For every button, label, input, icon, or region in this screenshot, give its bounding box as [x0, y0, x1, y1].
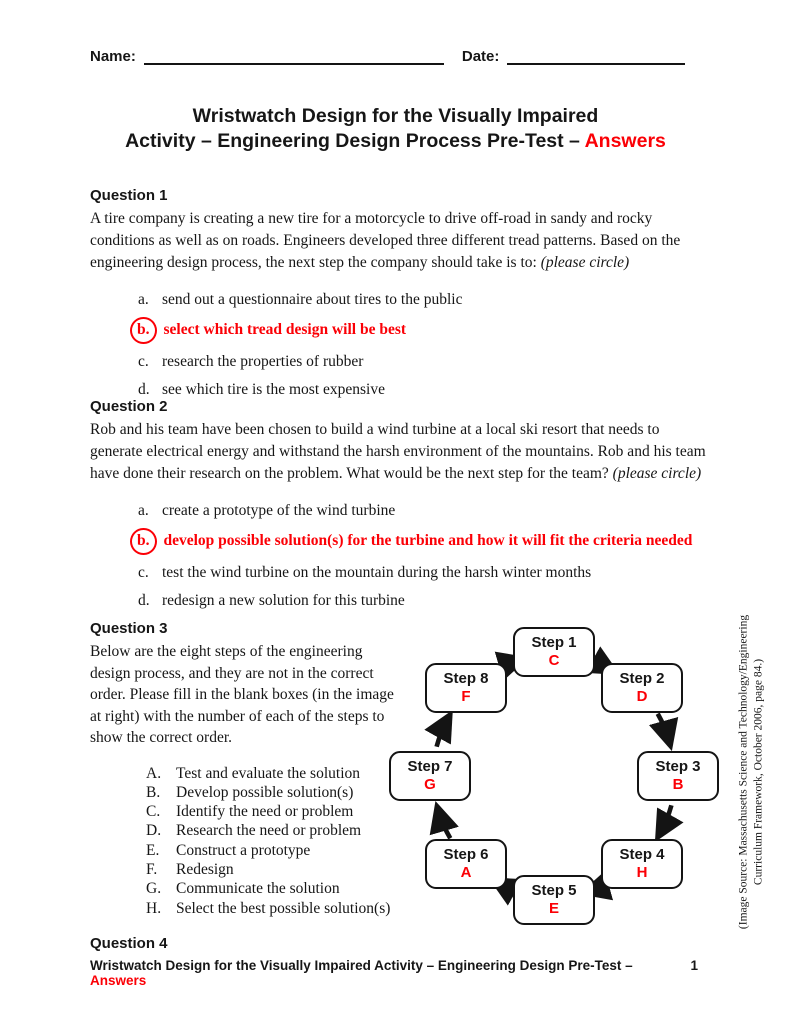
- q1-option-d: d. see which tire is the most expensive: [138, 379, 714, 401]
- question-3: Question 3 Below are the eight steps of …: [90, 619, 402, 918]
- option-text: create a prototype of the wind turbine: [162, 502, 396, 519]
- footer-answers: Answers: [90, 973, 147, 988]
- step-answer: B: [672, 776, 684, 793]
- question-4-heading: Question 4: [90, 935, 168, 952]
- option-text: redesign a new solution for this turbine: [162, 592, 405, 609]
- image-source-line1: (Image Source: Massachusetts Science and…: [737, 614, 750, 930]
- step-label: Step 7: [407, 758, 453, 775]
- answer-circle: b.: [130, 317, 157, 344]
- option-letter: a.: [138, 291, 149, 308]
- footer-title: Wristwatch Design for the Visually Impai…: [90, 958, 633, 988]
- diagram-step-1: Step 1 C: [513, 627, 595, 677]
- date-blank-line: [507, 46, 686, 65]
- question-2-body: Rob and his team have been chosen to bui…: [90, 421, 706, 482]
- option-letter: c.: [138, 564, 149, 581]
- diagram-step-7: Step 7 G: [389, 751, 471, 801]
- header: Name: Date:: [90, 46, 698, 65]
- question-3-heading: Question 3: [90, 620, 168, 637]
- q3-choice-f: F.Redesign: [146, 860, 234, 878]
- step-label: Step 1: [531, 634, 577, 651]
- option-letter: d.: [138, 592, 150, 609]
- title-line2: Activity – Engineering Design Process Pr…: [125, 130, 666, 152]
- step-label: Step 8: [443, 670, 489, 687]
- q3-choice-c: C.Identify the need or problem: [146, 803, 354, 821]
- q3-choice-h: H.Select the best possible solution(s): [146, 899, 391, 917]
- question-3-body: Below are the eight steps of the enginee…: [90, 643, 394, 746]
- answer-circle: b.: [130, 528, 157, 555]
- q3-choice-d: D.Research the need or problem: [146, 822, 362, 840]
- q3-choice-a: A.Test and evaluate the solution: [146, 764, 361, 782]
- q2-option-a: a. create a prototype of the wind turbin…: [138, 500, 714, 522]
- option-text: send out a questionnaire about tires to …: [162, 291, 463, 308]
- page-footer: Wristwatch Design for the Visually Impai…: [90, 958, 698, 988]
- step-answer: E: [548, 900, 559, 917]
- step-answer: H: [636, 864, 648, 881]
- step-label: Step 6: [443, 846, 489, 863]
- engineering-design-cycle-diagram: Step 1 C Step 2 D Step 3 B Step 4 H Step…: [372, 618, 748, 934]
- name-label: Name:: [90, 48, 136, 65]
- step-answer: A: [460, 864, 472, 881]
- diagram-step-2: Step 2 D: [601, 663, 683, 713]
- option-text: research the properties of rubber: [162, 353, 364, 370]
- question-3-choice-list: A.Test and evaluate the solution B.Devel…: [146, 764, 402, 918]
- question-4: Question 4: [90, 934, 714, 956]
- arrow-step7-step8: [424, 709, 453, 748]
- image-source-line2: Curriculum Framework, October 2006, page…: [752, 658, 764, 886]
- option-text: see which tire is the most expensive: [162, 381, 385, 398]
- question-1-heading: Question 1: [90, 187, 168, 204]
- image-source-note: (Image Source: Massachusetts Science and…: [737, 552, 766, 992]
- page-title: Wristwatch Design for the Visually Impai…: [0, 104, 791, 154]
- title-line1: Wristwatch Design for the Visually Impai…: [192, 105, 599, 127]
- diagram-step-6: Step 6 A: [425, 839, 507, 889]
- q1-option-b-correct-answer: b. select which tread design will be bes…: [130, 317, 714, 344]
- option-text: test the wind turbine on the mountain du…: [162, 564, 592, 581]
- arrow-step3-step4: [654, 804, 684, 843]
- q2-option-b-correct-answer: b. develop possible solution(s) for the …: [130, 528, 714, 555]
- question-1: Question 1 A tire company is creating a …: [90, 186, 714, 407]
- q1-option-c: c. research the properties of rubber: [138, 351, 714, 373]
- q2-option-d: d. redesign a new solution for this turb…: [138, 590, 714, 612]
- step-answer: D: [636, 688, 648, 705]
- q1-option-a: a. send out a questionnaire about tires …: [138, 289, 714, 311]
- name-blank-line: [143, 46, 444, 65]
- step-label: Step 3: [655, 758, 701, 775]
- page-number: 1: [690, 958, 698, 973]
- step-answer: C: [548, 652, 560, 669]
- arrow-step6-step7: [429, 800, 459, 840]
- q3-choice-g: G.Communicate the solution: [146, 880, 340, 898]
- q3-choice-e: E.Construct a prototype: [146, 841, 311, 859]
- question-2: Question 2 Rob and his team have been ch…: [90, 397, 714, 618]
- option-letter: c.: [138, 353, 149, 370]
- q2-option-c: c. test the wind turbine on the mountain…: [138, 562, 714, 584]
- question-2-instruction: (please circle): [612, 465, 702, 482]
- question-1-options: a. send out a questionnaire about tires …: [130, 289, 714, 401]
- title-answers: Answers: [584, 130, 666, 152]
- date-label: Date:: [461, 48, 500, 65]
- option-text: select which tread design will be best: [163, 321, 407, 338]
- q3-choice-b: B.Develop possible solution(s): [146, 783, 354, 801]
- question-1-instruction: (please circle): [540, 254, 630, 271]
- arrow-step2-step3: [648, 712, 679, 752]
- option-letter: d.: [138, 381, 150, 398]
- diagram-step-3: Step 3 B: [637, 751, 719, 801]
- question-2-heading: Question 2: [90, 398, 168, 415]
- diagram-step-4: Step 4 H: [601, 839, 683, 889]
- step-answer: G: [424, 776, 436, 793]
- step-label: Step 4: [619, 846, 665, 863]
- option-letter: a.: [138, 502, 149, 519]
- question-2-options: a. create a prototype of the wind turbin…: [130, 500, 714, 612]
- diagram-step-8: Step 8 F: [425, 663, 507, 713]
- step-answer: F: [461, 688, 471, 705]
- step-label: Step 5: [531, 882, 577, 899]
- option-text: develop possible solution(s) for the tur…: [163, 532, 693, 549]
- question-1-body: A tire company is creating a new tire fo…: [90, 210, 681, 271]
- diagram-step-5: Step 5 E: [513, 875, 595, 925]
- step-label: Step 2: [619, 670, 665, 687]
